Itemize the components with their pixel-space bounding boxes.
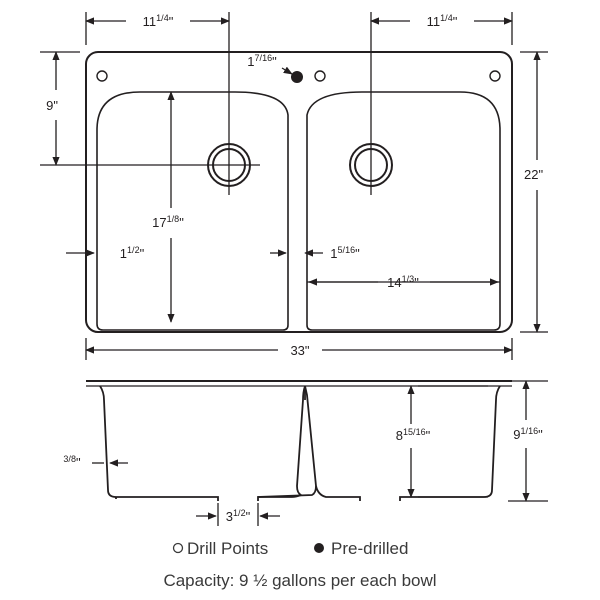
label-inner-depth: 815/16" xyxy=(396,427,431,443)
predrill-leader xyxy=(281,66,293,75)
side-right-bowl xyxy=(399,385,501,501)
side-left-bowl xyxy=(99,385,219,501)
side-divider xyxy=(257,385,317,501)
label-bowl-depth: 171/8" xyxy=(152,214,184,230)
sink-outline xyxy=(85,51,513,333)
label-drain-depth: 9" xyxy=(46,98,58,113)
pre-drilled-legend-icon xyxy=(314,543,324,553)
right-bowl xyxy=(306,91,501,331)
legend-drill-points: Drill Points xyxy=(187,539,268,558)
drill-point-left xyxy=(96,70,108,82)
drill-points-legend-icon xyxy=(172,542,184,554)
pre-drilled-hole xyxy=(291,71,303,83)
label-right-bowl-width: 141/3" xyxy=(387,274,419,290)
label-drain-opening: 31/2" xyxy=(226,508,251,524)
label-divider-width: 15/16" xyxy=(330,245,360,261)
drill-point-center xyxy=(314,70,326,82)
label-overall-width: 33" xyxy=(290,343,309,358)
label-overall-depth: 22" xyxy=(524,167,543,182)
label-wall-thickness: 3/8" xyxy=(63,454,81,470)
label-rim-width: 11/2" xyxy=(120,245,145,261)
label-right-offset: 111/4" xyxy=(427,13,458,29)
legend-pre-drilled: Pre-drilled xyxy=(331,539,408,558)
left-bowl xyxy=(96,91,289,331)
label-overall-height: 91/16" xyxy=(513,426,543,442)
label-left-offset: 111/4" xyxy=(143,13,174,29)
label-predrill-offset: 17/16" xyxy=(247,53,277,69)
capacity-caption: Capacity: 9 ½ gallons per each bowl xyxy=(163,571,436,590)
drill-point-right xyxy=(489,70,501,82)
